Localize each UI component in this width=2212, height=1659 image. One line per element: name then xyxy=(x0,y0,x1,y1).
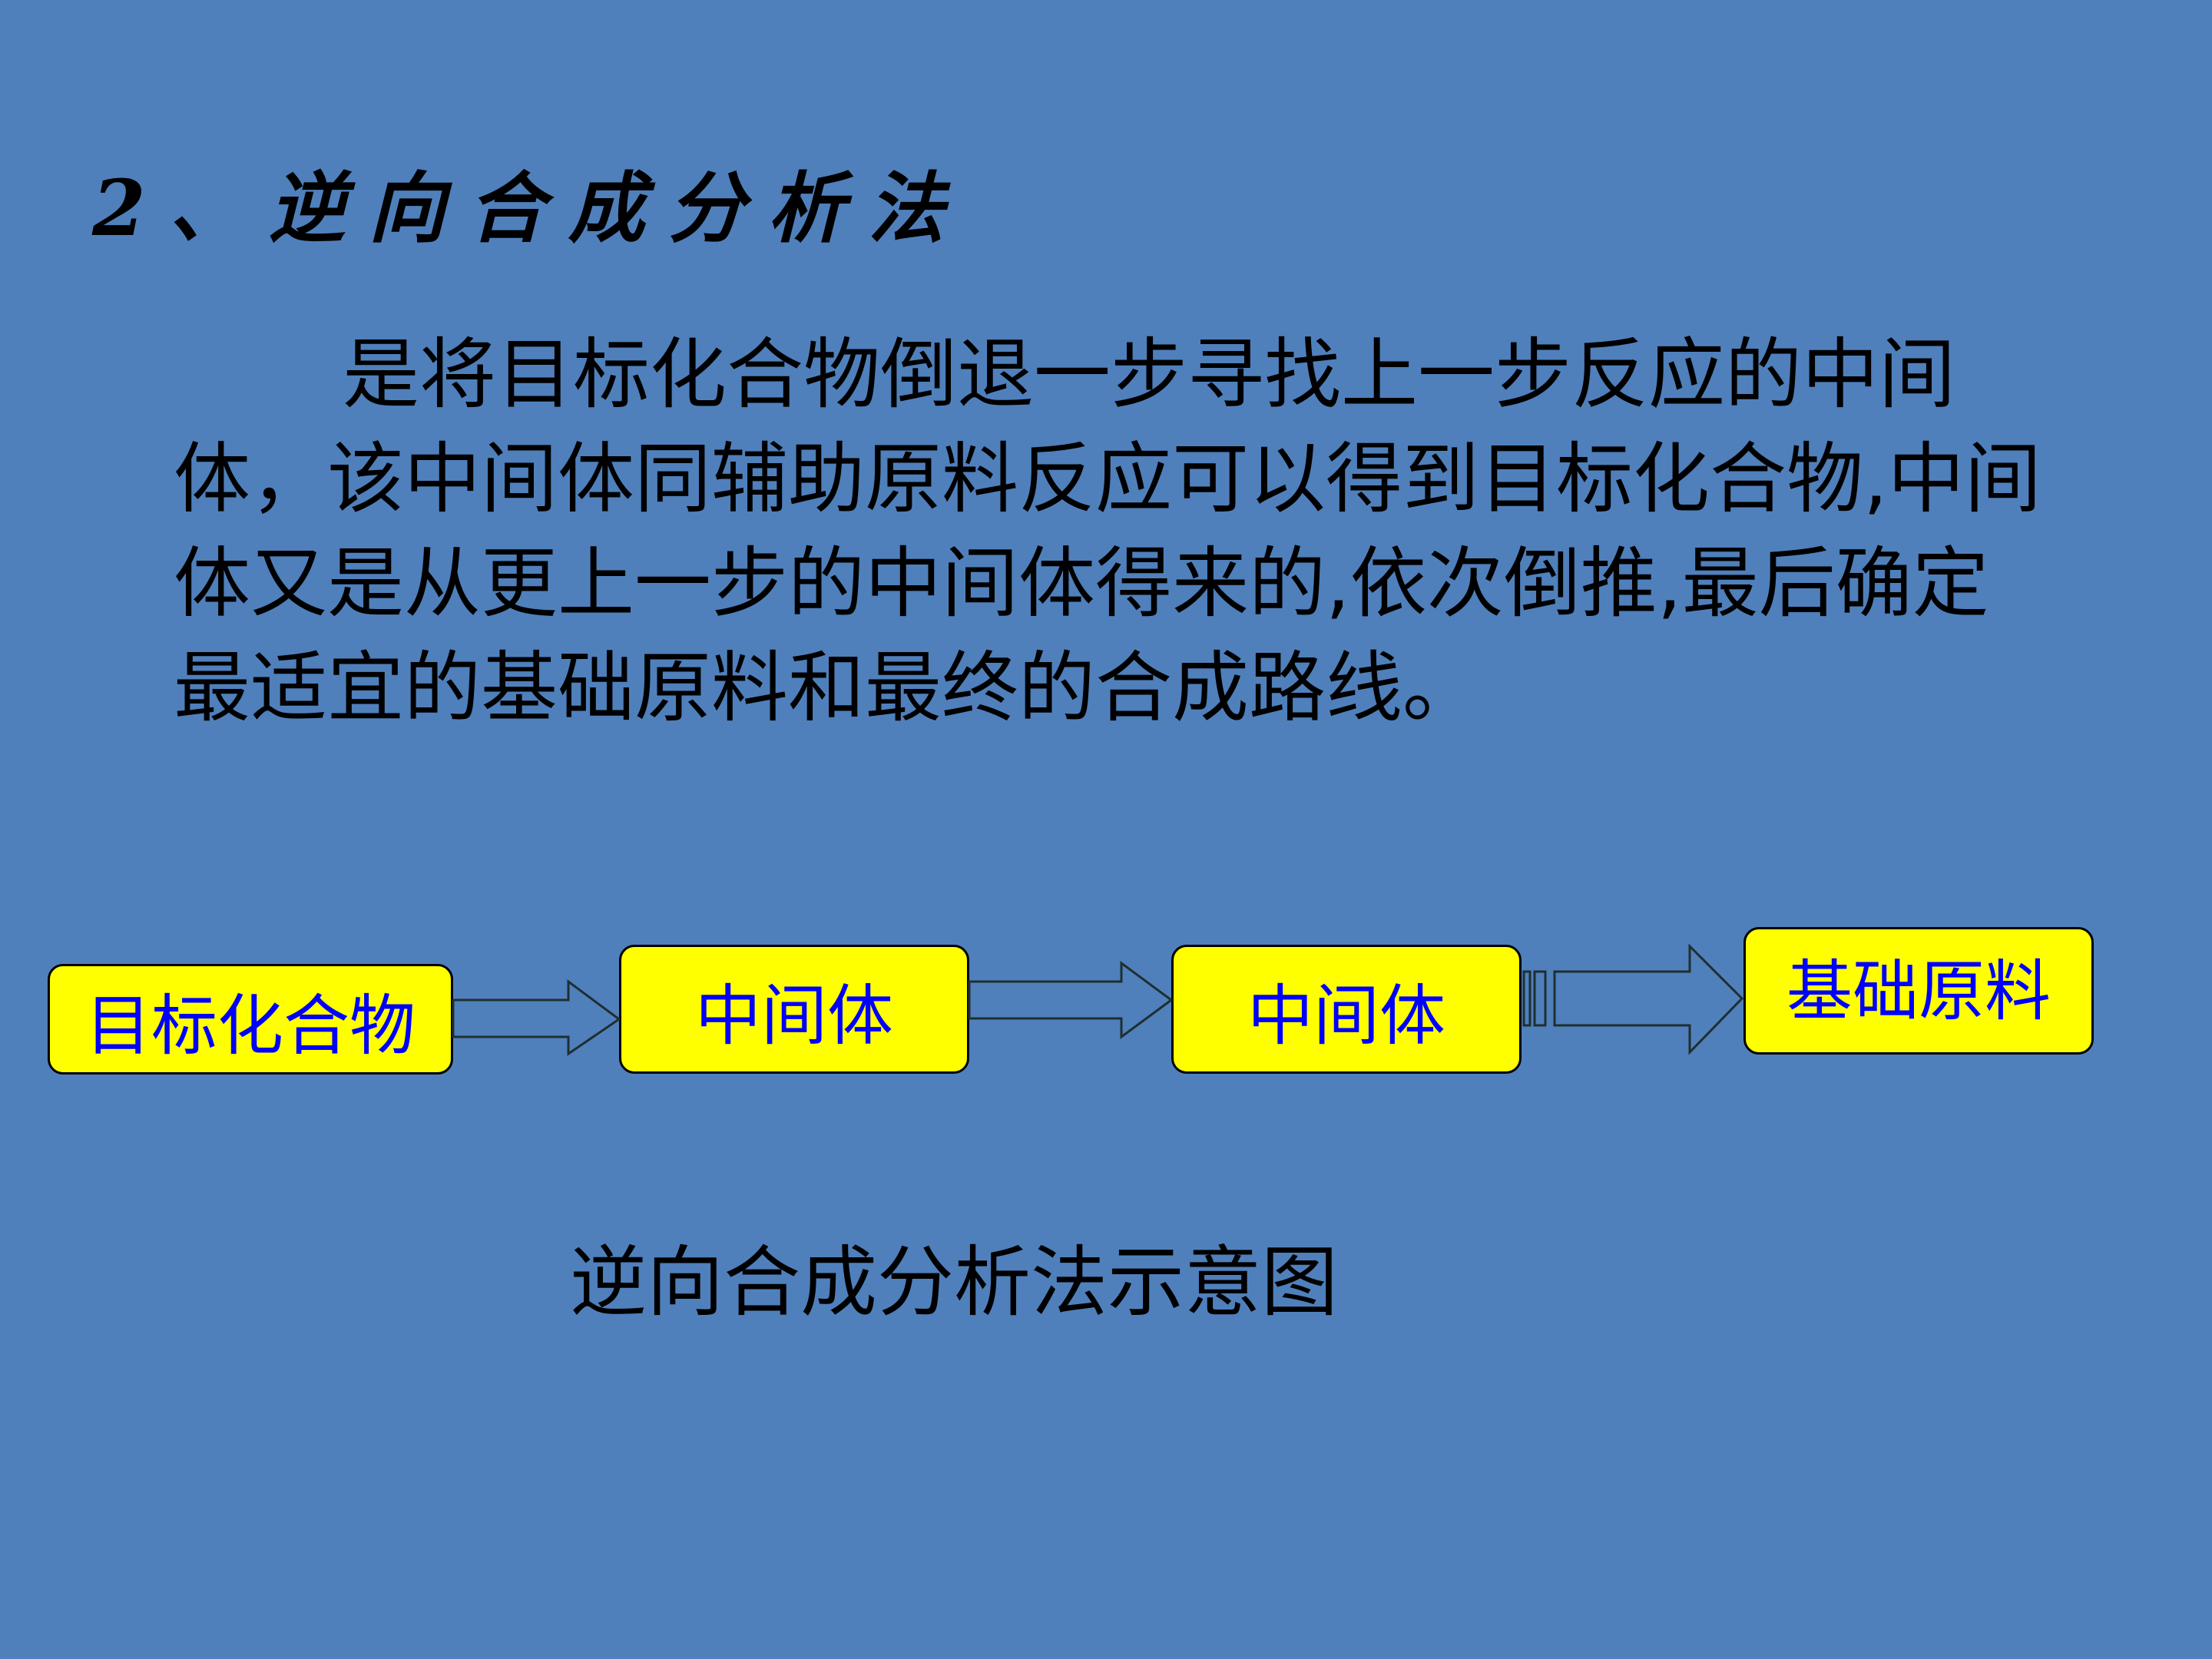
node-intermediate-2: 中间体 xyxy=(1171,945,1522,1074)
node-target-compound: 目标化合物 xyxy=(48,964,453,1075)
node-label: 基础原料 xyxy=(1786,952,2051,1030)
diagram-caption: 逆向合成分析法示意图 xyxy=(570,1237,1338,1327)
node-label: 中间体 xyxy=(1247,977,1445,1055)
right-block-arrow-icon xyxy=(968,961,1174,1039)
slide-title: 2、逆向合成分析法 xyxy=(92,163,968,253)
node-label: 中间体 xyxy=(695,977,893,1055)
node-intermediate-1: 中间体 xyxy=(619,945,969,1074)
right-block-arrow-icon xyxy=(452,979,621,1056)
striped-right-block-arrow-icon xyxy=(1522,943,1744,1055)
node-basic-raw-material: 基础原料 xyxy=(1743,927,2094,1055)
node-label: 目标化合物 xyxy=(85,987,416,1065)
body-paragraph: 是将目标化合物倒退一步寻找上一步反应的中间体，该中间体同辅助原料反应可以得到目标… xyxy=(174,329,2041,733)
